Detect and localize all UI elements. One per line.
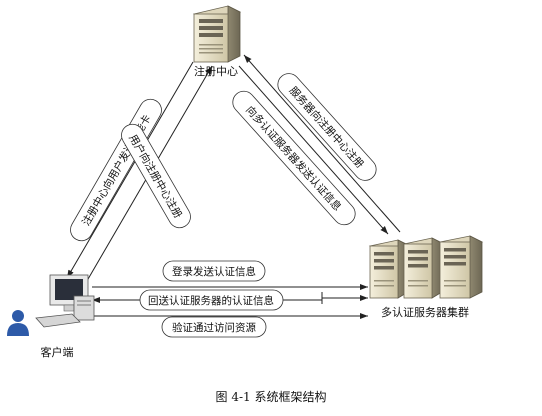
server-cluster-icon [368, 235, 484, 299]
label-return-auth: 回送认证服务器的认证信息 [139, 289, 284, 311]
client-label: 客户端 [41, 345, 74, 359]
svg-text:回送认证服务器的认证信息: 回送认证服务器的认证信息 [148, 294, 274, 307]
svg-text:登录发送认证信息: 登录发送认证信息 [172, 265, 256, 278]
arrow-servers-to-registry [243, 54, 401, 233]
client-computer-icon [35, 274, 95, 328]
registry-server-icon [192, 5, 242, 63]
svg-text:用户向注册中心注册: 用户向注册中心注册 [126, 132, 185, 221]
servers-label: 多认证服务器集群 [381, 305, 469, 319]
label-access: 验证通过访问资源 [161, 316, 267, 338]
registry-label: 注册中心 [194, 64, 238, 78]
label-login: 登录发送认证信息 [162, 260, 266, 282]
figure-caption: 图 4-1 系统框架结构 [215, 390, 327, 404]
arrow-registry-to-user [66, 61, 194, 279]
arrow-registry-to-servers [238, 65, 389, 235]
user-icon [7, 310, 29, 336]
label-user-to-registry: 用户向注册中心注册 [121, 123, 191, 229]
svg-text:验证通过访问资源: 验证通过访问资源 [172, 321, 256, 334]
